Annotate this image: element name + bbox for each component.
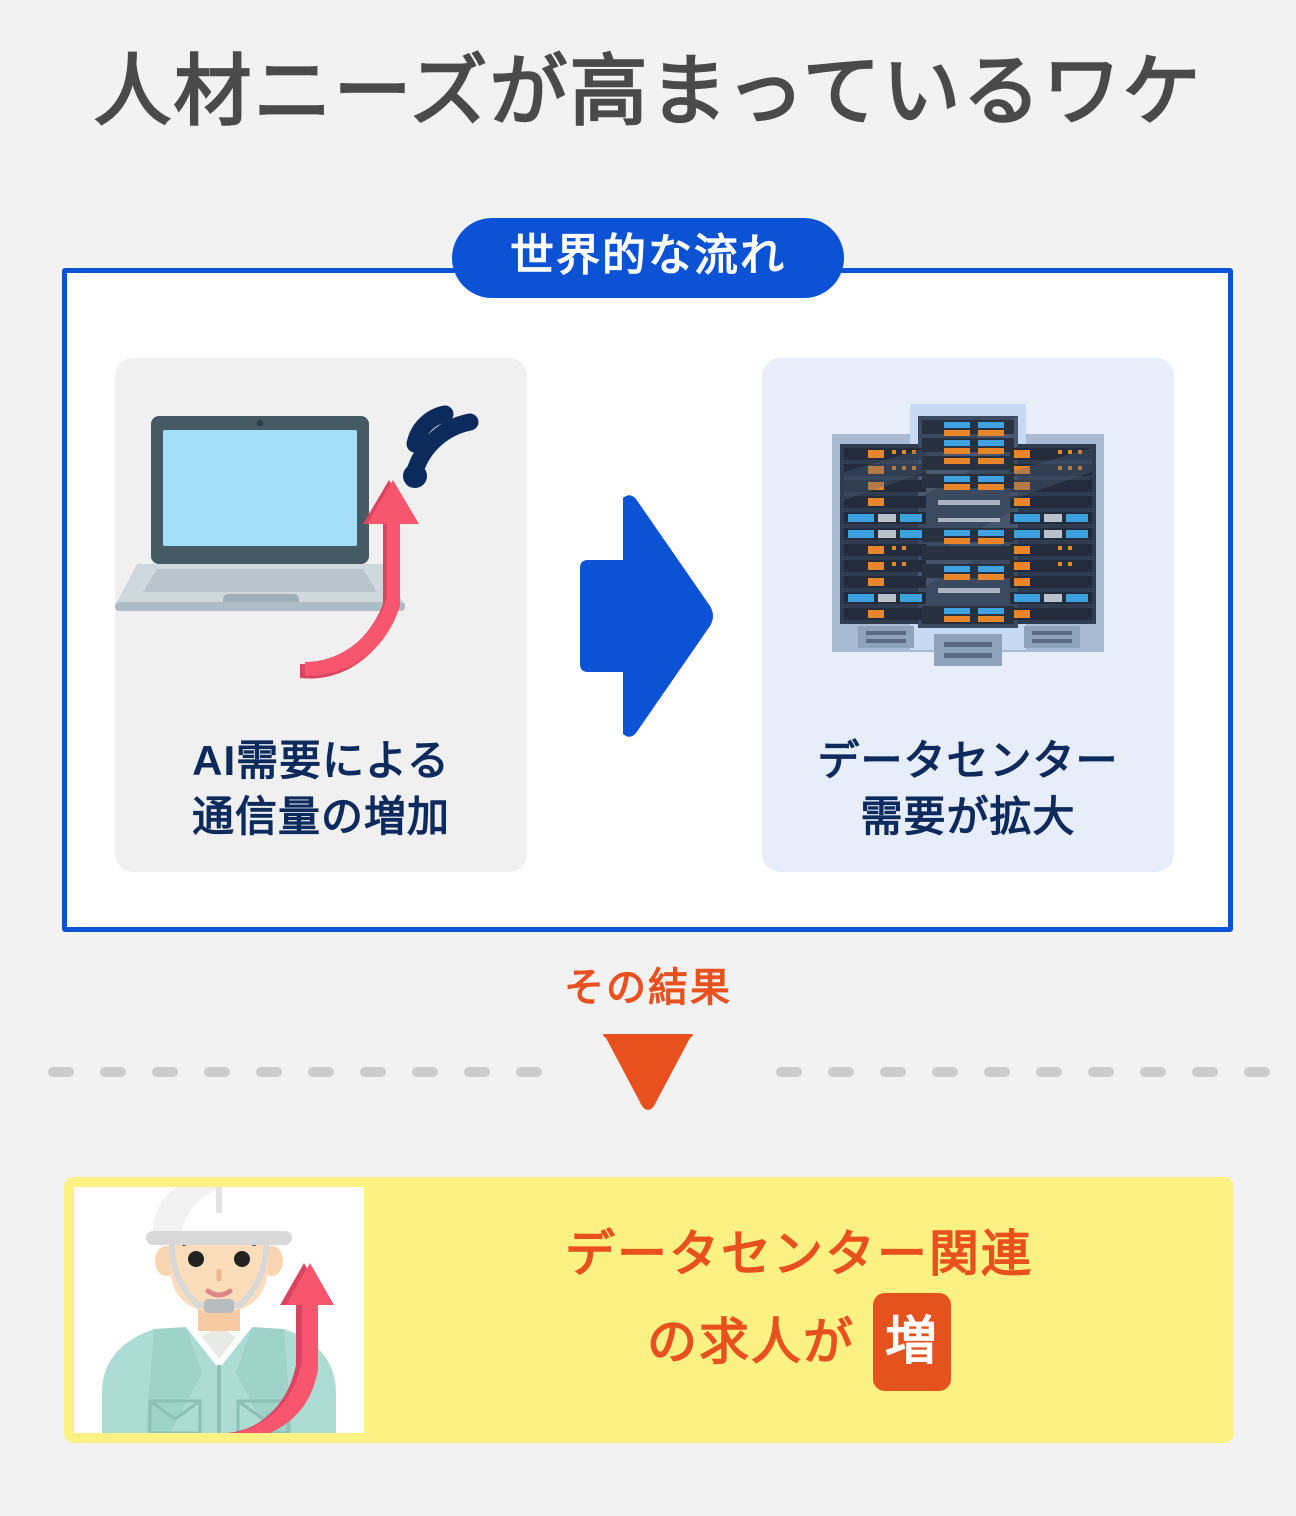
ai-traffic-illustration: [115, 405, 479, 679]
conclusion-line-1: データセンター関連: [565, 1226, 1033, 1282]
wifi-dot-icon: [403, 464, 427, 488]
center-rack-rows: [922, 420, 1014, 624]
right-rack-rows: [1010, 448, 1092, 620]
conclusion-line-2-group: の求人が 増: [647, 1293, 951, 1391]
server-rack-icon: [832, 404, 1104, 666]
page-title: 人材ニーズが高まっているワケ: [93, 47, 1203, 135]
card-datacenter-demand: データセンター 需要が拡大: [762, 358, 1174, 872]
conclusion-banner: データセンター関連 の求人が 増: [64, 1177, 1234, 1443]
up-arrow-icon: [300, 480, 419, 679]
dashed-divider: [48, 1067, 1270, 1077]
increase-badge: 増: [873, 1293, 951, 1391]
laptop-icon: [115, 416, 405, 611]
card-datacenter-demand-caption: データセンター 需要が拡大: [817, 737, 1119, 840]
result-label: その結果: [564, 966, 732, 1010]
construction-worker-photo: [74, 1187, 364, 1433]
left-rack-rows: [844, 448, 926, 620]
conclusion-text-group: データセンター関連 の求人が 増: [364, 1177, 1234, 1443]
flow-section-badge: 世界的な流れ: [452, 218, 844, 298]
right-arrow-icon: [580, 495, 713, 737]
card-ai-traffic-caption: AI需要による 通信量の増加: [191, 737, 450, 840]
card-ai-traffic: AI需要による 通信量の増加: [115, 358, 527, 872]
conclusion-line-2: の求人が: [647, 1314, 855, 1370]
down-triangle-icon: [603, 1034, 693, 1110]
up-arrow-icon: [226, 1263, 334, 1433]
